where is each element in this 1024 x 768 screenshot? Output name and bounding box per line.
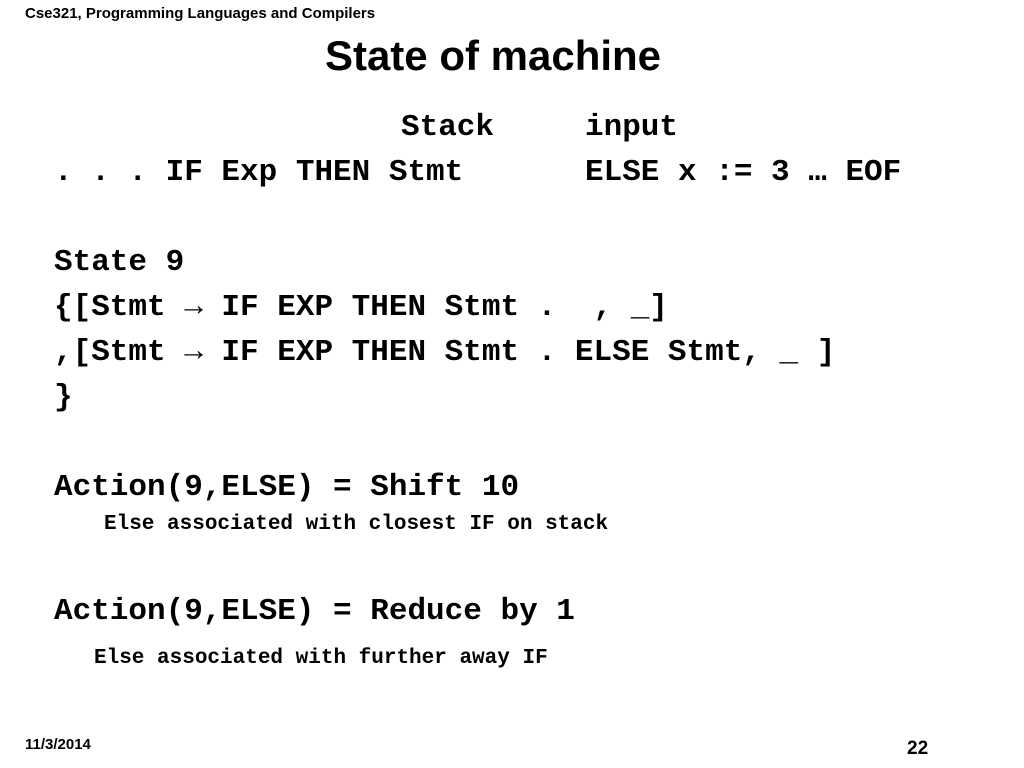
action-shift: Action(9,ELSE) = Shift 10 bbox=[54, 470, 520, 505]
input-column-label: input bbox=[585, 110, 679, 145]
lr-item-2: ,[Stmt → IF EXP THEN Stmt . ELSE Stmt, _… bbox=[54, 335, 836, 370]
stack-content: . . . IF Exp THEN Stmt bbox=[54, 155, 464, 190]
page-number: 22 bbox=[907, 738, 929, 759]
slide-date: 11/3/2014 bbox=[25, 736, 91, 753]
action-shift-note: Else associated with closest IF on stack bbox=[104, 513, 609, 536]
input-content: ELSE x := 3 … EOF bbox=[585, 155, 902, 190]
stack-column-label: Stack bbox=[401, 110, 495, 145]
course-header: Cse321, Programming Languages and Compil… bbox=[25, 5, 376, 22]
action-reduce: Action(9,ELSE) = Reduce by 1 bbox=[54, 594, 575, 629]
action-reduce-note: Else associated with further away IF bbox=[94, 647, 548, 670]
lr-item-1: {[Stmt → IF EXP THEN Stmt . , _] bbox=[54, 290, 668, 325]
state-label: State 9 bbox=[54, 245, 185, 280]
slide-title: State of machine bbox=[324, 32, 662, 79]
item-set-close: } bbox=[54, 380, 73, 415]
